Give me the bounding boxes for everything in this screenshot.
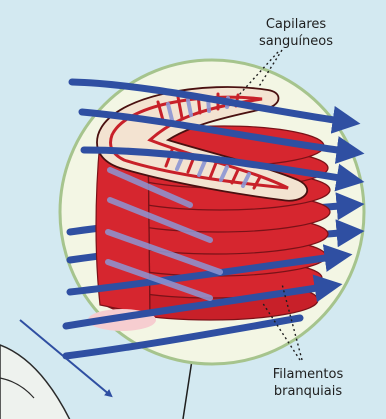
label-capilares-line1: Capilares <box>266 17 327 32</box>
label-filamentos-line2: branquiais <box>274 384 342 399</box>
label-capilares-line2: sanguíneos <box>259 34 333 49</box>
label-filamentos-line1: Filamentos <box>273 367 344 382</box>
